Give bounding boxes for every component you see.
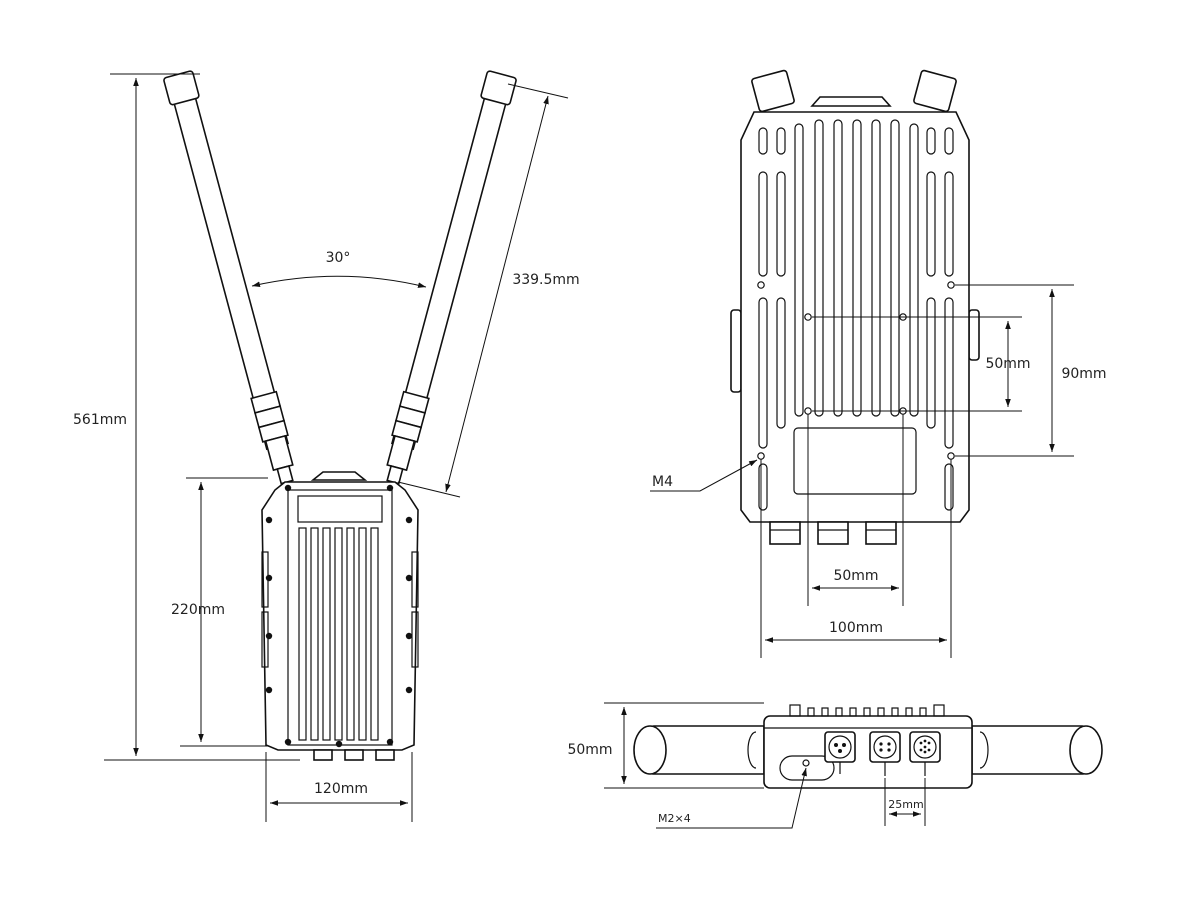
bottom-connector-3: [909, 731, 941, 776]
label-50mm-h: 50mm: [833, 568, 878, 584]
label-bottom-50mm: 50mm: [567, 742, 612, 758]
right-antenna: [386, 70, 517, 485]
dim-antenna-length: 339.5mm: [397, 83, 580, 498]
slot-plate: [779, 755, 835, 781]
label-m2x4: M2×4: [658, 812, 691, 825]
back-view: 50mm 90mm 50mm 100mm M4: [650, 69, 1107, 658]
bottom-top-fins: [789, 704, 945, 717]
bottom-connector-2: [869, 731, 901, 776]
dim-body-width: 120mm: [265, 752, 413, 822]
callout-m2x4: M2×4: [656, 767, 807, 829]
left-antenna: [163, 70, 294, 485]
front-view: 561mm 220mm 120mm 30° 339.5mm: [73, 70, 580, 822]
label-339-5mm: 339.5mm: [512, 272, 579, 288]
front-body: [261, 471, 419, 761]
dim-back-v-small: 50mm: [812, 316, 1031, 412]
label-50mm-v: 50mm: [985, 356, 1030, 372]
label-220mm: 220mm: [171, 602, 225, 618]
bottom-view: 50mm M2×4 25mm: [567, 702, 1103, 829]
back-antenna-stubs: [751, 69, 957, 113]
label-m4: M4: [652, 474, 673, 490]
callout-m4: M4: [650, 459, 758, 492]
dim-total-height: 561mm: [73, 73, 300, 761]
label-25mm: 25mm: [888, 798, 923, 811]
label-100mm: 100mm: [829, 620, 883, 636]
dim-back-h-small: 50mm: [807, 414, 904, 606]
bottom-connector-1: [824, 731, 856, 774]
bottom-connectors: [313, 749, 395, 761]
screw-heads: [265, 484, 413, 748]
back-slots: [758, 119, 954, 511]
label-90mm: 90mm: [1061, 366, 1106, 382]
dim-antenna-angle: 30°: [251, 250, 427, 288]
label-plate: [793, 427, 917, 495]
label-561mm: 561mm: [73, 412, 127, 428]
dim-body-height: 220mm: [171, 477, 268, 747]
dim-bottom-height: 50mm: [567, 702, 764, 789]
dim-back-v-large: 90mm: [955, 284, 1107, 457]
back-connectors: [769, 521, 897, 545]
dim-back-h-large: 100mm: [760, 459, 952, 658]
label-120mm: 120mm: [314, 781, 368, 797]
bottom-antennas: [633, 725, 1103, 775]
label-30deg: 30°: [326, 250, 351, 266]
heat-fins: [298, 527, 379, 741]
dim-connector-pitch: 25mm: [884, 778, 926, 826]
